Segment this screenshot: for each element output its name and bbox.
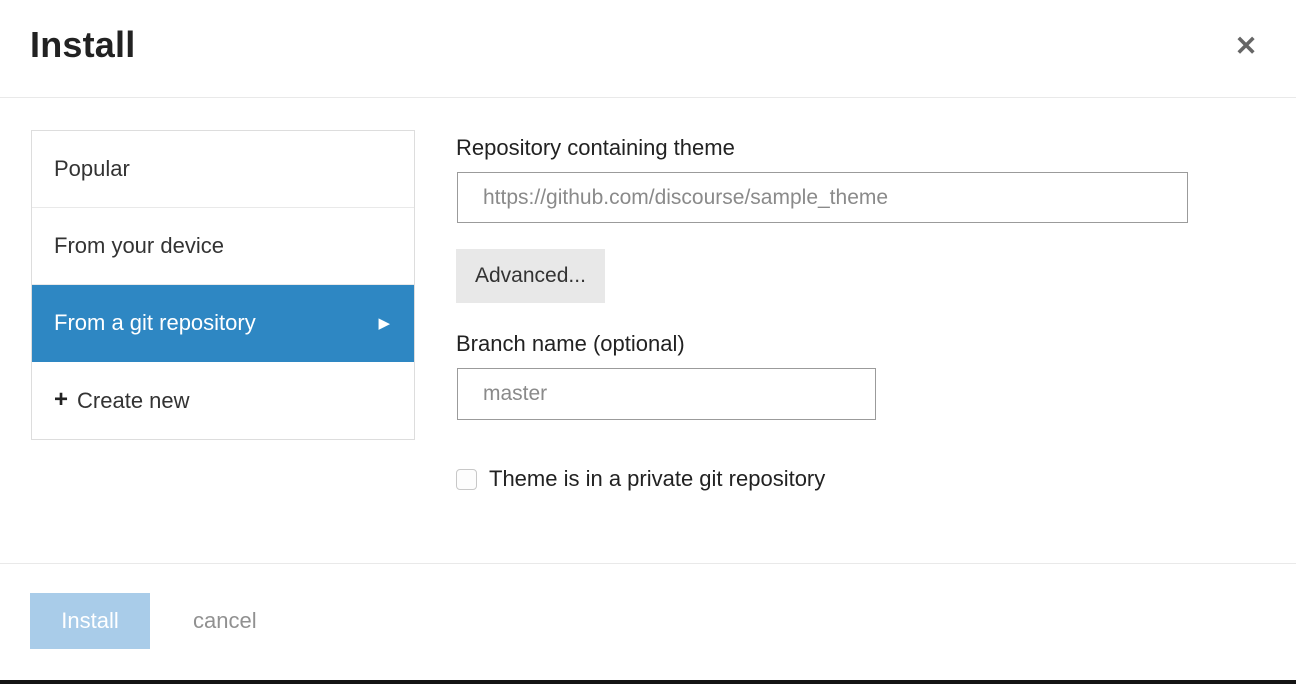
menu-item-create-new[interactable]: + Create new xyxy=(32,362,414,439)
modal-footer: Install cancel xyxy=(0,563,1296,680)
advanced-button[interactable]: Advanced... xyxy=(456,249,605,303)
menu-item-from-device[interactable]: From your device xyxy=(32,208,414,285)
install-button[interactable]: Install xyxy=(30,593,150,649)
plus-icon: + xyxy=(54,385,69,413)
close-button[interactable]: ✕ xyxy=(1228,28,1264,64)
repository-url-input[interactable] xyxy=(457,172,1188,223)
private-repo-checkbox-row: Theme is in a private git repository xyxy=(456,466,825,492)
close-icon: ✕ xyxy=(1234,30,1258,61)
modal-header: Install ✕ xyxy=(0,0,1296,98)
menu-item-from-git-repository[interactable]: From a git repository ▶ xyxy=(32,285,414,362)
branch-name-input[interactable] xyxy=(457,368,876,420)
cancel-button[interactable]: cancel xyxy=(193,593,257,649)
menu-item-label: Create new xyxy=(77,387,190,413)
menu-item-popular[interactable]: Popular xyxy=(32,131,414,208)
menu-item-label: From your device xyxy=(54,233,224,258)
branch-name-label: Branch name (optional) xyxy=(456,331,685,356)
repository-label: Repository containing theme xyxy=(456,135,735,160)
install-source-menu: Popular From your device From a git repo… xyxy=(31,130,415,440)
chevron-right-icon: ▶ xyxy=(378,315,390,332)
private-repo-checkbox-label: Theme is in a private git repository xyxy=(489,466,826,491)
private-repo-checkbox[interactable] xyxy=(456,468,477,490)
screenshot-bottom-edge xyxy=(0,680,1296,684)
menu-item-label: From a git repository xyxy=(54,310,256,335)
page-title: Install xyxy=(30,24,136,65)
menu-item-label: Popular xyxy=(54,156,130,181)
